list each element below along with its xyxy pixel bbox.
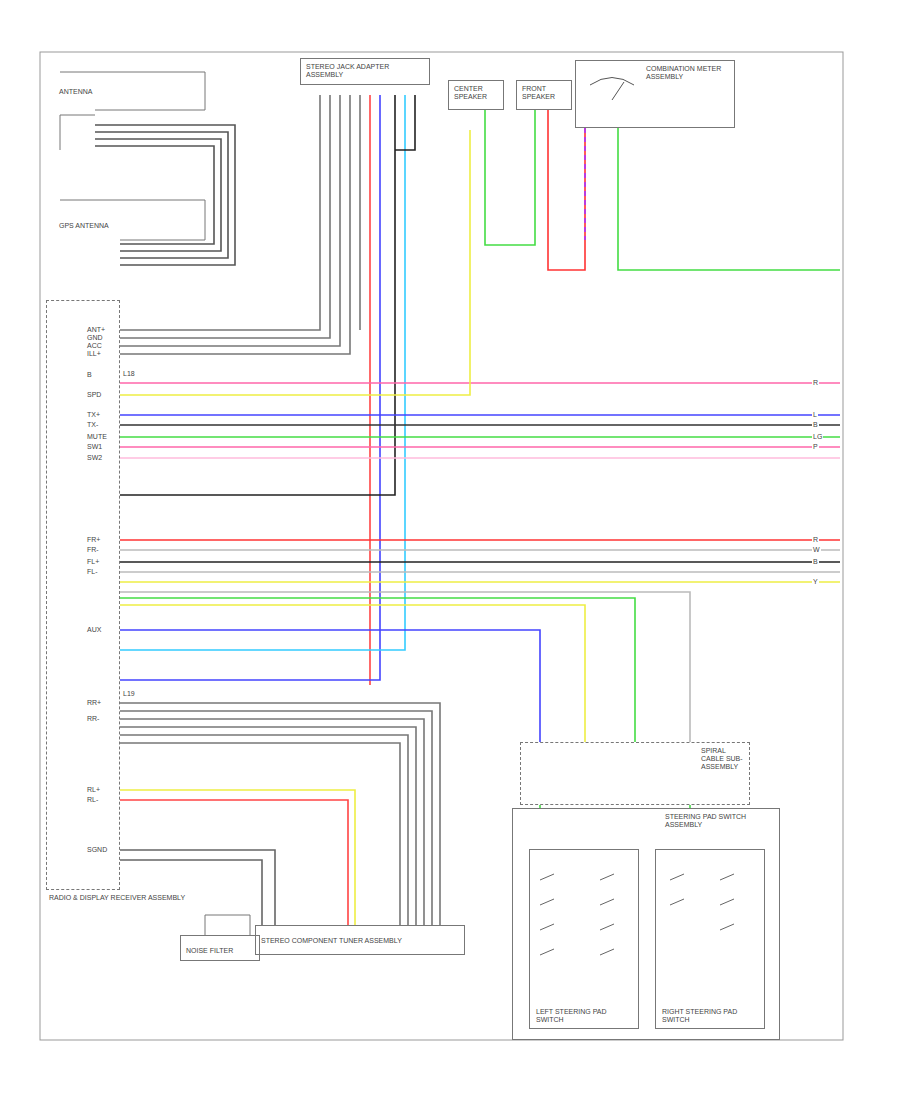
pin-label: RR+ — [86, 699, 102, 707]
pin-label: B — [86, 371, 93, 379]
pin-label: RL+ — [86, 786, 101, 794]
component-label: STEERING PAD SWITCH ASSEMBLY — [663, 812, 776, 830]
component-box: FRONT SPEAKER — [516, 80, 572, 110]
pin-label: Y — [812, 578, 819, 586]
component-label: FRONT SPEAKER — [520, 84, 568, 102]
component-box: RADIO & DISPLAY RECEIVER ASSEMBLY — [46, 300, 120, 890]
component-label: STEREO COMPONENT TUNER ASSEMBLY — [259, 936, 404, 946]
component-label: COMBINATION METER ASSEMBLY — [644, 64, 731, 82]
component-box: STEERING PAD SWITCH ASSEMBLY LEFT STEERIN… — [512, 808, 780, 1040]
pin-label: RL- — [86, 796, 99, 804]
pin-label: R — [812, 536, 819, 544]
pin-label: SW2 — [86, 454, 103, 462]
pin-label: B — [812, 421, 819, 429]
pin-label: TX+ — [86, 411, 101, 419]
pin-label: R — [812, 379, 819, 387]
pin-label: ACC — [86, 342, 103, 350]
pin-label: GPS ANTENNA — [58, 222, 110, 230]
pin-label: TX- — [86, 421, 99, 429]
component-label: SPIRAL CABLE SUB-ASSEMBLY — [699, 746, 746, 772]
pin-label: FR- — [86, 546, 100, 554]
component-box: LEFT STEERING PAD SWITCH — [529, 849, 639, 1029]
component-label: NOISE FILTER — [184, 946, 235, 956]
pin-label: B — [812, 558, 819, 566]
pin-label: SGND — [86, 846, 108, 854]
pin-label: FL- — [86, 568, 99, 576]
pin-label: MUTE — [86, 433, 108, 441]
component-box: CENTER SPEAKER — [448, 80, 504, 110]
component-box: STEREO JACK ADAPTER ASSEMBLY — [300, 58, 430, 85]
component-label: CENTER SPEAKER — [452, 84, 500, 102]
pin-label: ANT+ — [86, 326, 106, 334]
component-box: STEREO COMPONENT TUNER ASSEMBLY — [255, 925, 465, 955]
component-label: RADIO & DISPLAY RECEIVER ASSEMBLY — [47, 893, 201, 903]
component-box: COMBINATION METER ASSEMBLY — [575, 60, 735, 128]
pin-label: AUX — [86, 626, 102, 634]
component-label: LEFT STEERING PAD SWITCH — [534, 1007, 636, 1025]
wire-connector — [120, 630, 540, 742]
component-label: STEREO JACK ADAPTER ASSEMBLY — [304, 62, 426, 80]
pin-label: ANTENNA — [58, 88, 93, 96]
pin-label: GND — [86, 334, 104, 342]
component-box: SPIRAL CABLE SUB-ASSEMBLY — [520, 742, 750, 805]
pin-label: ILL+ — [86, 350, 102, 358]
component-label: RIGHT STEERING PAD SWITCH — [660, 1007, 762, 1025]
component-box: NOISE FILTER — [180, 935, 260, 961]
pin-label: SPD — [86, 391, 102, 399]
pin-label: W — [812, 546, 821, 554]
component-box: RIGHT STEERING PAD SWITCH — [655, 849, 765, 1029]
pin-label: FR+ — [86, 536, 101, 544]
pin-label: SW1 — [86, 443, 103, 451]
pin-label: FL+ — [86, 558, 100, 566]
pin-label: LG — [812, 433, 823, 441]
pin-label: L — [812, 411, 818, 419]
pin-label: RR- — [86, 715, 100, 723]
pin-label: L19 — [122, 690, 136, 698]
pin-label: L18 — [122, 370, 136, 378]
pin-label: P — [812, 443, 819, 451]
